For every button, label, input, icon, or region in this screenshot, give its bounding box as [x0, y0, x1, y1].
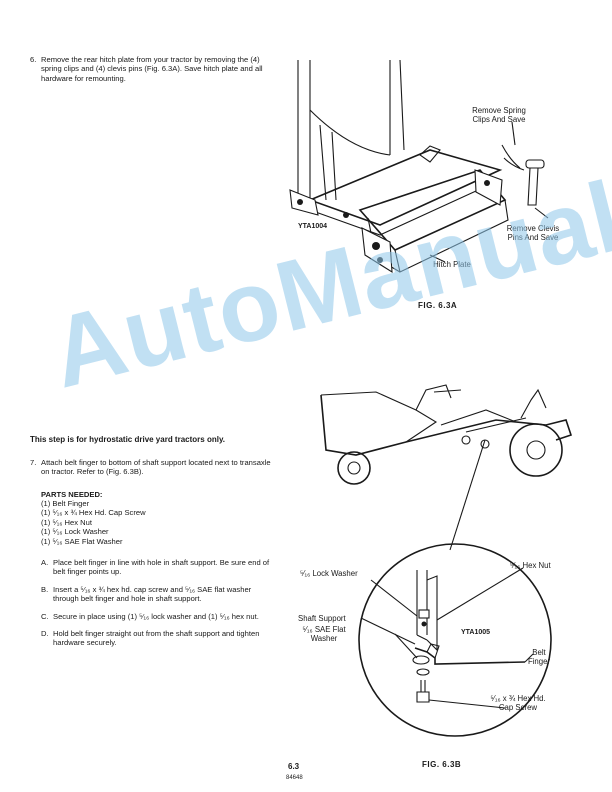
doc-code: 84648 [286, 775, 303, 781]
yta1004-code: YTA1004 [298, 223, 328, 230]
step-7-number: 7. [30, 458, 37, 467]
detail-leader [449, 439, 490, 551]
lock-washer-label: ⁵⁄₁₆ Lock Washer [300, 569, 358, 578]
tractor-illustration [320, 384, 573, 485]
step-7-text: Attach belt finger to bottom of shaft su… [41, 458, 271, 477]
part-item: (1) ⁵⁄₁₆ SAE Flat Washer [41, 536, 123, 546]
substep-b: B. Insert a ⁵⁄₁₆ x ¾ hex hd. cap screw a… [41, 584, 252, 604]
hydro-note: This step is for hydrostatic drive yard … [30, 435, 226, 444]
part-item: (1) Belt Finger [41, 499, 90, 508]
callout-hitch-plate: Hitch Plate [433, 260, 471, 269]
fig-6-3a-caption: FIG. 6.3A [418, 301, 458, 310]
yta1005-code: YTA1005 [461, 629, 491, 636]
callout-clevis-pins: Remove Clevis Pins And Save [506, 224, 560, 243]
parts-needed-heading: PARTS NEEDED: [41, 490, 103, 499]
step-6-number: 6. [30, 55, 37, 64]
substep-d: D. Hold belt finger straight out from th… [41, 629, 260, 648]
substep-c: C. Secure in place using (1) ⁵⁄₁₆ lock w… [41, 611, 259, 621]
substep-a: A. Place belt finger in line with hole i… [41, 558, 270, 577]
shaft-support-label: Shaft Support [298, 614, 346, 623]
substeps: A. Place belt finger in line with hole i… [41, 558, 273, 656]
callout-spring-clips: Remove Spring Clips And Save [472, 106, 526, 125]
fig-6-3b-caption: FIG. 6.3B [422, 760, 462, 769]
page-number: 6.3 [288, 762, 300, 771]
part-item: (1) ⁵⁄₁₆ Lock Washer [41, 527, 109, 537]
step-6-text: Remove the rear hitch plate from your tr… [41, 55, 263, 83]
hitch-plate-illustration [289, 59, 549, 274]
hex-nut-label: ⁵⁄₁₆ Hex Nut [510, 561, 551, 570]
belt-finger-detail-illustration [358, 543, 552, 737]
parts-list: (1) Belt Finger (1) ⁵⁄₁₆ x ¾ Hex Hd. Cap… [41, 499, 261, 546]
part-item: (1) ⁵⁄₁₆ x ¾ Hex Hd. Cap Screw [41, 508, 146, 518]
belt-finger-label: Belt Finger [527, 648, 551, 667]
part-item: (1) ⁵⁄₁₆ Hex Nut [41, 517, 92, 527]
sae-flat-washer-label: ⁵⁄₁₆ SAE Flat Washer [302, 625, 346, 644]
cap-screw-label: ⁵⁄₁₆ x ¾ Hex Hd. Cap Screw [490, 694, 546, 713]
